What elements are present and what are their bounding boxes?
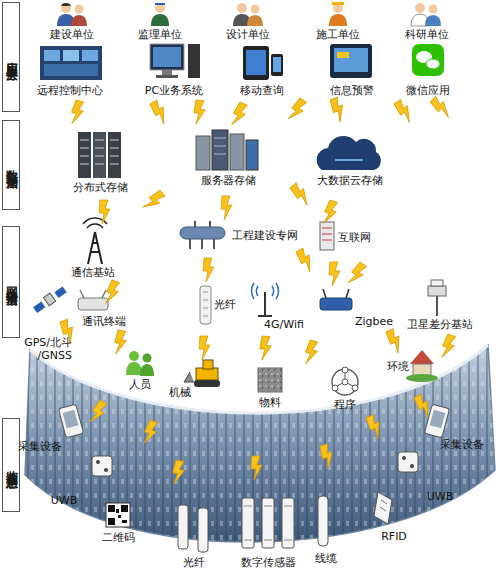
network-icons (33, 218, 446, 324)
layer-title: 应用服务层 (3, 52, 20, 62)
item-label: 二维码 (102, 531, 135, 544)
item-label: 施工单位 (316, 28, 360, 41)
item-label: 远程控制中心 (37, 84, 103, 97)
storage-icons (78, 130, 381, 178)
item-label: 服务器存储 (201, 174, 256, 187)
item-label: 光纤 (214, 298, 236, 311)
layer-box: 网络传输层 (2, 226, 20, 338)
item-label: PC业务系统 (145, 84, 203, 97)
application-icons (40, 44, 444, 80)
item-label: 数字传感器 (241, 556, 296, 569)
layer-box: 数据存储层 (2, 120, 20, 210)
item-label: UWB (427, 490, 453, 503)
layer-box: 应用服务层 (2, 2, 20, 112)
item-label: 互联网 (338, 231, 371, 244)
item-label: Zigbee (355, 315, 393, 328)
sensor-icons (58, 404, 449, 552)
item-label: 科研单位 (405, 28, 449, 41)
item-label: 人员 (129, 378, 151, 391)
item-label: 移动查询 (240, 84, 284, 97)
item-label: 机械 (169, 386, 191, 399)
item-label: 监理单位 (138, 28, 182, 41)
item-label: 通信基站 (71, 266, 115, 279)
item-label: 卫星差分基站 (407, 318, 473, 331)
layer-title: 网络传输层 (3, 277, 20, 287)
item-label: 采集设备 (18, 440, 62, 453)
item-label: 建设单位 (50, 28, 94, 41)
item-label: 物料 (259, 396, 281, 409)
item-label: 信息预警 (330, 84, 374, 97)
site-base (0, 330, 500, 578)
item-label: UWB (51, 494, 77, 507)
item-label: 大数据云存储 (317, 174, 383, 187)
item-label: 光纤 (183, 556, 205, 569)
item-label: 程序 (334, 398, 356, 411)
item-label: 采集设备 (440, 438, 484, 451)
item-label: 通讯终端 (82, 315, 126, 328)
item-label: RFID (381, 530, 407, 543)
layer-box: 监测信息层 (2, 418, 20, 512)
item-label: 设计单位 (226, 28, 270, 41)
item-label: 分布式存储 (73, 181, 128, 194)
item-label: GPS/北斗 /GNSS (22, 336, 72, 362)
user-icons (57, 2, 441, 26)
layer-title: 数据存储层 (3, 160, 20, 170)
layer-title: 监测信息层 (3, 460, 20, 470)
item-label: 工程建设专网 (232, 229, 298, 242)
item-label: 线缆 (315, 552, 337, 565)
item-label: 环境 (387, 360, 409, 373)
wireless-links (59, 95, 457, 485)
item-label: 4G/Wifi (264, 318, 304, 331)
item-label: 微信应用 (406, 84, 450, 97)
